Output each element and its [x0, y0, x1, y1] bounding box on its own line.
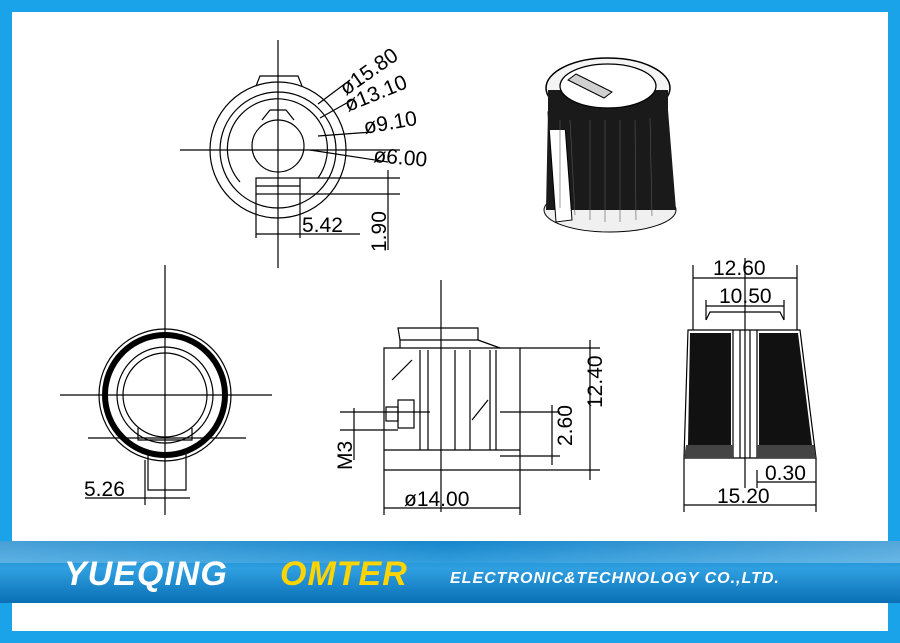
- dim-label-1240: 12.40: [584, 355, 607, 408]
- dim-label-1400: ø14.00: [404, 488, 469, 511]
- dim-label-526: 5.26: [84, 478, 125, 501]
- top-view: [180, 40, 400, 268]
- dim-label-260: 2.60: [554, 405, 577, 446]
- drawing-area: [12, 12, 888, 631]
- knob-render: [543, 57, 677, 233]
- dim-label-190: 1.90: [368, 211, 391, 252]
- side-section-view: [340, 280, 600, 515]
- dim-label-1260: 12.60: [713, 257, 766, 280]
- company-name: ELECTRONIC&TECHNOLOGY CO.,LTD.: [450, 570, 780, 587]
- dim-label-d4: ø6.00: [373, 144, 429, 172]
- brand-name-yellow: OMTER: [280, 555, 408, 593]
- dim-label-1520: 15.20: [717, 485, 770, 508]
- bottom-view: [60, 265, 272, 515]
- company-banner: YUEQING OMTER ELECTRONIC&TECHNOLOGY CO.,…: [0, 541, 900, 603]
- dim-label-030: 0.30: [765, 462, 806, 485]
- dim-label-542: 5.42: [302, 214, 343, 237]
- dim-label-m3: M3: [334, 441, 357, 470]
- brand-name-white: YUEQING: [64, 555, 228, 593]
- dim-label-1050: 10.50: [719, 285, 772, 308]
